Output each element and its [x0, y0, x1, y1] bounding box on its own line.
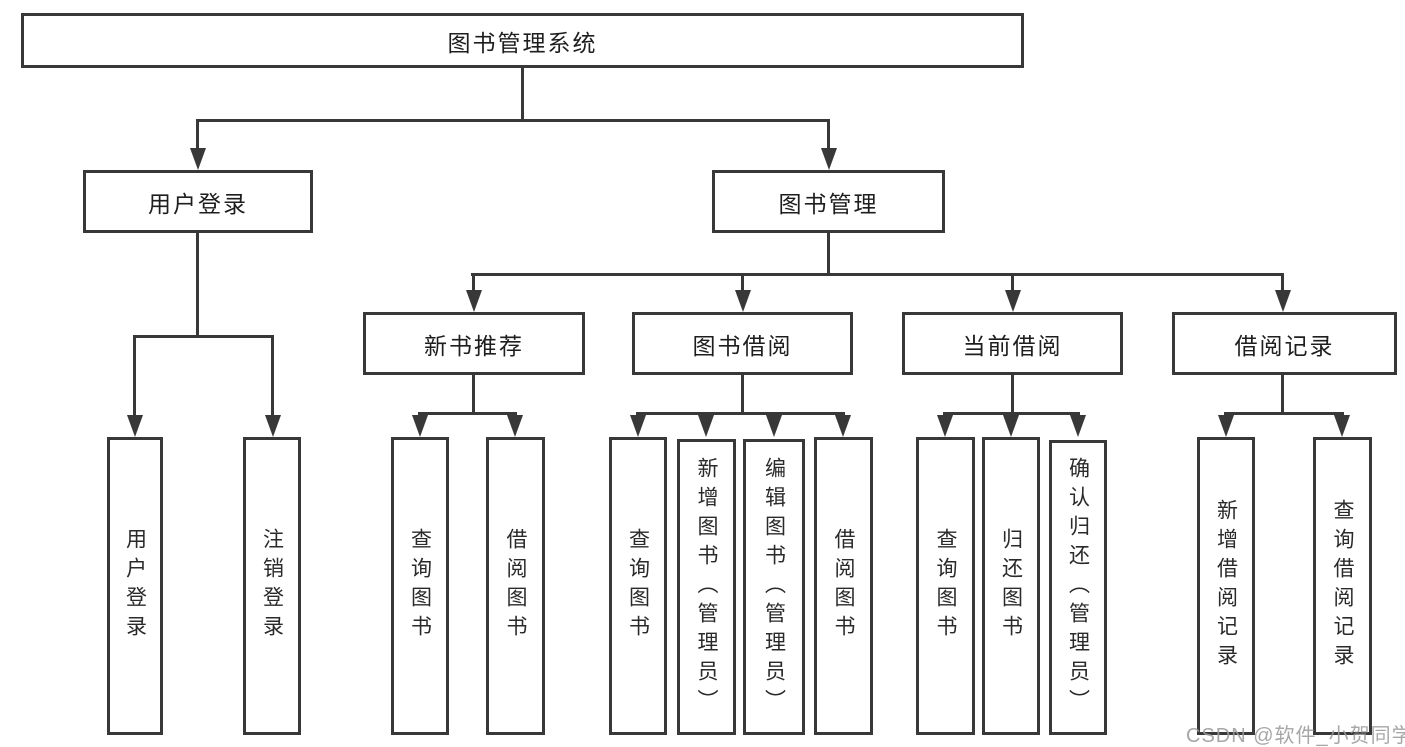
node-user-login-label: 用户登录 [148, 190, 248, 217]
node-borrow-record-label: 借阅记录 [1234, 332, 1335, 359]
edge-new-book-rec-stem [472, 375, 475, 412]
arrowhead-current-query-book [937, 415, 953, 437]
edge-book-mgmt-stem [827, 233, 830, 273]
arrowhead-rec-borrow-book [507, 415, 523, 437]
edge-new-book-rec-branch [418, 412, 517, 415]
leaf-logout-label: 注销登录 [260, 528, 284, 644]
arrowhead-record-query [1334, 415, 1350, 437]
arrowhead-book-borrow [735, 290, 751, 312]
node-borrow-record: 借阅记录 [1172, 312, 1397, 375]
edge-current-borrow-drop [1011, 273, 1014, 290]
edge-new-book-rec-drop [472, 273, 475, 290]
node-new-book-rec-label: 新书推荐 [424, 332, 524, 359]
node-book-borrow: 图书借阅 [632, 312, 853, 375]
edge-root-branch [196, 119, 830, 122]
edge-book-borrow-drop [741, 273, 744, 290]
arrowhead-user-login [190, 148, 206, 170]
edge-borrow-record-drop [1281, 273, 1284, 290]
node-root-label: 图书管理系统 [447, 29, 598, 56]
arrowhead-borrow-edit-book [766, 415, 782, 437]
edge-leaf-user-login-drop [133, 335, 136, 415]
node-current-borrow-label: 当前借阅 [962, 332, 1063, 359]
leaf-borrow-borrow-book-label: 借阅图书 [832, 528, 855, 644]
edge-current-borrow-branch [943, 412, 1080, 415]
node-book-mgmt: 图书管理 [712, 170, 945, 233]
edge-root-stem [521, 68, 524, 119]
arrowhead-leaf-logout [265, 415, 281, 437]
node-user-login: 用户登录 [83, 170, 313, 233]
leaf-logout: 注销登录 [243, 437, 301, 735]
leaf-record-add: 新增借阅记录 [1197, 437, 1255, 735]
leaf-user-login-label: 用户登录 [123, 528, 147, 644]
arrowhead-current-return-book [1003, 415, 1019, 437]
node-new-book-rec: 新书推荐 [363, 312, 585, 375]
edge-user-login-drop [196, 119, 199, 150]
leaf-record-add-label: 新增借阅记录 [1214, 499, 1238, 673]
arrowhead-current-confirm-return [1070, 415, 1086, 437]
edge-book-borrow-stem [741, 375, 744, 412]
leaf-rec-query-book: 查询图书 [391, 437, 449, 735]
arrowhead-borrow-query-book [630, 415, 646, 437]
arrowhead-record-add [1218, 415, 1234, 437]
csdn-watermark: CSDN @软件_小贺同学 [1186, 725, 1405, 747]
leaf-current-confirm-return-label: 确认归还（管理员） [1066, 457, 1090, 718]
edge-book-mgmt-branch [471, 273, 1284, 276]
arrowhead-borrow-borrow-book [835, 415, 851, 437]
leaf-current-query-book-label: 查询图书 [934, 528, 957, 644]
edge-user-login-branch [133, 335, 274, 338]
leaf-current-confirm-return: 确认归还（管理员） [1049, 440, 1107, 735]
arrowhead-borrow-record [1275, 290, 1291, 312]
leaf-rec-borrow-book-label: 借阅图书 [504, 528, 527, 644]
node-root: 图书管理系统 [21, 13, 1024, 68]
leaf-borrow-query-book-label: 查询图书 [626, 528, 650, 644]
node-book-mgmt-label: 图书管理 [778, 190, 879, 217]
edge-book-mgmt-drop [827, 119, 830, 150]
node-book-borrow-label: 图书借阅 [692, 332, 793, 359]
leaf-borrow-edit-book: 编辑图书（管理员） [743, 439, 805, 735]
edge-borrow-record-stem [1281, 375, 1284, 412]
leaf-borrow-edit-book-label: 编辑图书（管理员） [762, 456, 786, 718]
leaf-borrow-query-book: 查询图书 [609, 437, 667, 735]
leaf-record-query-label: 查询借阅记录 [1331, 499, 1354, 673]
edge-leaf-logout-drop [271, 335, 274, 415]
leaf-borrow-add-book: 新增图书（管理员） [677, 439, 736, 735]
leaf-rec-query-book-label: 查询图书 [408, 528, 432, 644]
leaf-borrow-borrow-book: 借阅图书 [814, 437, 873, 735]
edge-current-borrow-stem [1011, 375, 1014, 412]
edge-book-borrow-branch [636, 412, 845, 415]
leaf-borrow-add-book-label: 新增图书（管理员） [695, 456, 718, 718]
edge-borrow-record-branch [1224, 412, 1344, 415]
edge-user-login-stem [196, 233, 199, 335]
node-current-borrow: 当前借阅 [902, 312, 1123, 375]
arrowhead-new-book-rec [466, 290, 482, 312]
leaf-rec-borrow-book: 借阅图书 [486, 437, 545, 735]
leaf-current-return-book: 归还图书 [982, 437, 1040, 735]
arrowhead-rec-query-book [412, 415, 428, 437]
arrowhead-borrow-add-book [698, 415, 714, 437]
leaf-current-return-book-label: 归还图书 [999, 528, 1023, 644]
leaf-user-login: 用户登录 [107, 437, 163, 735]
leaf-current-query-book: 查询图书 [916, 437, 975, 735]
arrowhead-current-borrow [1005, 290, 1021, 312]
arrowhead-book-mgmt [821, 148, 837, 170]
leaf-record-query: 查询借阅记录 [1313, 437, 1372, 735]
arrowhead-leaf-user-login [127, 415, 143, 437]
